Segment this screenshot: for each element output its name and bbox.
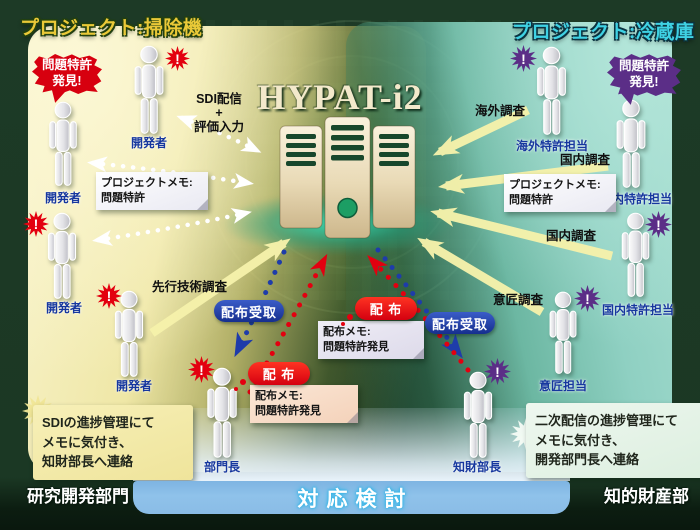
response-review-label: 対応検討 [297,487,414,511]
project-title-refrigerator: プロジェクト:冷蔵庫 [512,22,695,43]
overseas-search-label: 海外調査 [475,104,526,118]
system-title: HYPAT-i2 [257,77,423,117]
prior-art-label: 先行技術調査 [152,280,228,294]
label-developer-3: 開発者 [45,301,82,315]
domestic-search-2-label: 国内調査 [546,229,597,243]
label-developer-4: 開発者 [115,379,152,393]
label-domestic-patent-2: 国内特許担当 [601,303,674,317]
sdi-arrow-label: SDI配信 + 評価入力 [193,92,244,134]
label-developer-1: 開発者 [130,136,167,150]
label-design: 意匠担当 [538,379,587,393]
person-developer-4 [111,290,147,378]
label-developer-2: 開発者 [44,191,81,205]
label-overseas-patent: 海外特許担当 [515,139,588,153]
secondary-progress-note: 二次配信の進捗管理にて メモに気付き、 開発部門長へ連絡 [526,403,700,478]
domestic-search-1-label: 国内調査 [560,153,611,167]
distribute-pill-center: 配 布 [347,297,417,320]
receive-distribution-pill-left: 配布受取 [214,300,284,322]
design-search-label: 意匠調査 [493,293,544,307]
department-label-rnd: 研究開発部門 [27,487,129,506]
hypat-server-icon [279,116,416,239]
label-ip-head: 知財部長 [452,460,501,474]
distribution-memo-left: 配布メモ: 問題特許発見 [250,385,358,423]
project-title-vacuum: プロジェクト:掃除機 [20,18,203,39]
person-developer-1 [131,45,167,135]
distribute-pill-left: 配 布 [240,362,310,385]
response-review-bar: 対応検討 [133,481,570,514]
department-label-ip: 知的財産部 [604,487,689,506]
distribution-memo-center: 配布メモ: 問題特許発見 [318,321,424,359]
person-overseas-patent [533,46,570,136]
label-domestic-patent-1: 国内特許担当 [599,192,672,206]
person-department-head [203,367,241,459]
project-memo-right: プロジェクトメモ: 問題特許 [504,174,616,212]
person-developer-2 [45,101,81,187]
person-developer-3 [44,212,80,300]
person-design [545,291,581,375]
label-department-head: 部門長 [203,460,240,474]
person-ip-head [459,371,497,459]
receive-distribution-pill-right: 配布受取 [425,312,495,334]
sdi-progress-note: SDIの進捗管理にて メモに気付き、 知財部長へ連絡 [33,405,193,480]
project-memo-left: プロジェクトメモ: 問題特許 [96,172,208,210]
